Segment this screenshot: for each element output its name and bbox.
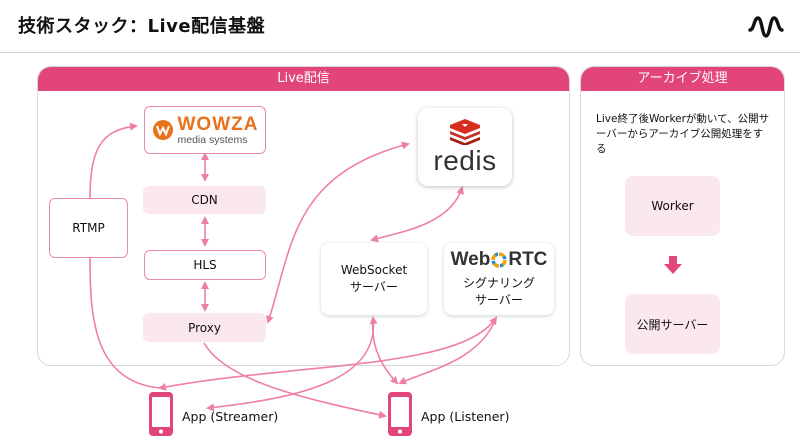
down-arrow-icon: [664, 256, 682, 274]
websocket-label-line1: WebSocket: [340, 263, 408, 277]
archive-note: Live終了後Workerが動いて、公開サーバーからアーカイブ公開処理をする: [596, 113, 770, 155]
webrtc-logo: Web RTC: [451, 249, 548, 271]
webrtc-ring-icon: [491, 252, 508, 268]
worker-node: Worker: [625, 176, 720, 236]
wowza-subtitle: media systems: [177, 133, 248, 146]
listener-phone-icon: [388, 392, 412, 436]
rtmp-node: RTMP: [49, 198, 128, 258]
hls-label: HLS: [193, 258, 217, 272]
webrtc-logo-right: RTC: [508, 249, 548, 270]
redis-node: redis: [418, 108, 512, 186]
websocket-server-node: WebSocket サーバー: [321, 243, 427, 315]
streamer-phone-icon: [149, 392, 173, 436]
public-server-node: 公開サーバー: [625, 294, 720, 354]
rtmp-label: RTMP: [72, 221, 105, 235]
redis-logo-icon: [449, 119, 480, 145]
cdn-node: CDN: [143, 186, 266, 214]
public-server-label: 公開サーバー: [636, 317, 709, 332]
slide-title: 技術スタック：Live配信基盤: [18, 16, 266, 37]
brand-logo-icon: [748, 16, 784, 38]
cdn-label: CDN: [191, 193, 218, 207]
archive-panel-header: アーカイブ処理: [581, 67, 784, 91]
wowza-brand: WOWZA: [177, 113, 259, 135]
webrtc-logo-left: Web: [450, 249, 491, 270]
hls-node: HLS: [144, 250, 266, 280]
websocket-label-line2: サーバー: [350, 280, 398, 294]
listener-label: App (Listener): [421, 409, 510, 424]
webrtc-label-line2: サーバー: [475, 293, 523, 307]
wowza-node: WOWZA media systems: [144, 106, 266, 154]
webrtc-signaling-node: Web RTC シグナリング サーバー: [444, 243, 554, 315]
webrtc-label-line1: シグナリング: [462, 276, 535, 290]
proxy-node: Proxy: [143, 313, 266, 342]
live-panel-header: Live配信: [38, 67, 569, 91]
wowza-logo-icon: [152, 120, 173, 140]
header-divider: [0, 52, 800, 53]
worker-label: Worker: [651, 199, 694, 213]
redis-label: redis: [433, 145, 497, 176]
proxy-label: Proxy: [188, 320, 221, 335]
streamer-label: App (Streamer): [182, 409, 279, 424]
